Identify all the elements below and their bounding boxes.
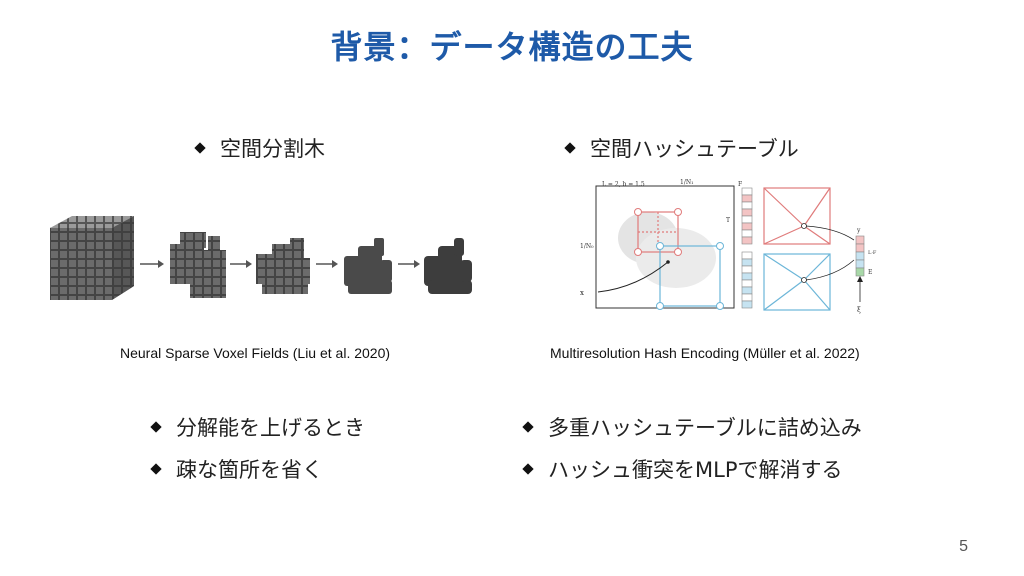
bullet-diamond-icon: [522, 463, 534, 475]
figure-label-y: y: [856, 227, 861, 234]
figure-label-l: L = 2, b = 1.5: [602, 181, 645, 188]
right-caption: Multiresolution Hash Encoding (Müller et…: [550, 345, 860, 361]
list-item-text: 分解能を上げるとき: [176, 416, 365, 440]
figure-label-e: E: [868, 269, 872, 276]
bullet-diamond-icon: [194, 142, 206, 154]
voxel-stage-5: [424, 238, 472, 294]
output-vector: [855, 235, 865, 277]
list-item-text: 多重ハッシュテーブルに詰め込み: [548, 416, 862, 440]
slide-title: 背景：データ構造の工夫: [330, 28, 694, 66]
bullet-diamond-icon: [150, 421, 162, 433]
figure-label-t: T: [726, 217, 730, 224]
bullet-diamond-icon: [564, 142, 576, 154]
voxel-stage-3: [256, 238, 310, 294]
figure-label-xi: ξ: [857, 306, 861, 314]
figure-label-n1: 1/N₁: [680, 179, 694, 186]
arrow-icon: [398, 260, 420, 268]
left-heading-text: 空間分割木: [220, 137, 325, 161]
blue-grid-cell: [659, 245, 721, 307]
list-item-text: ハッシュ衝突をMLPで解消する: [548, 458, 843, 482]
page-number: 5: [959, 538, 968, 555]
voxel-cube-full: [50, 216, 134, 300]
list-item: 疎な箇所を省く: [150, 448, 365, 490]
list-item: ハッシュ衝突をMLPで解消する: [522, 448, 862, 490]
voxel-stage-4: [344, 238, 392, 294]
hash-encoding-figure: L = 2, b = 1.5 1/N₁ 1/N₀ x F: [580, 179, 877, 314]
list-item: 多重ハッシュテーブルに詰め込み: [522, 406, 862, 448]
hash-table-blue: [741, 251, 753, 309]
interp-box-blue: [763, 253, 831, 311]
right-heading: 空間ハッシュテーブル: [564, 133, 799, 163]
voxel-progression-figure: [50, 216, 472, 300]
bullet-diamond-icon: [150, 463, 162, 475]
list-item: 分解能を上げるとき: [150, 406, 365, 448]
arrow-icon: [230, 260, 252, 268]
left-caption: Neural Sparse Voxel Fields (Liu et al. 2…: [120, 345, 391, 361]
left-bullet-list: 分解能を上げるとき 疎な箇所を省く: [150, 406, 365, 490]
right-heading-text: 空間ハッシュテーブル: [590, 137, 799, 161]
left-heading: 空間分割木: [194, 133, 325, 163]
right-bullet-list: 多重ハッシュテーブルに詰め込み ハッシュ衝突をMLPで解消する: [522, 406, 862, 490]
interp-box-red: [763, 187, 831, 245]
hash-table-red: F T: [726, 181, 753, 245]
figure-label-n0: 1/N₀: [580, 243, 594, 250]
arrow-icon: [316, 260, 338, 268]
figure-label-f: F: [738, 181, 742, 188]
figure-label-x: x: [580, 289, 584, 297]
voxel-stage-2: [170, 232, 226, 298]
arrow-icon: [140, 260, 164, 268]
bullet-diamond-icon: [522, 421, 534, 433]
list-item-text: 疎な箇所を省く: [176, 458, 323, 482]
figure-label-lf: L·F: [868, 250, 877, 256]
